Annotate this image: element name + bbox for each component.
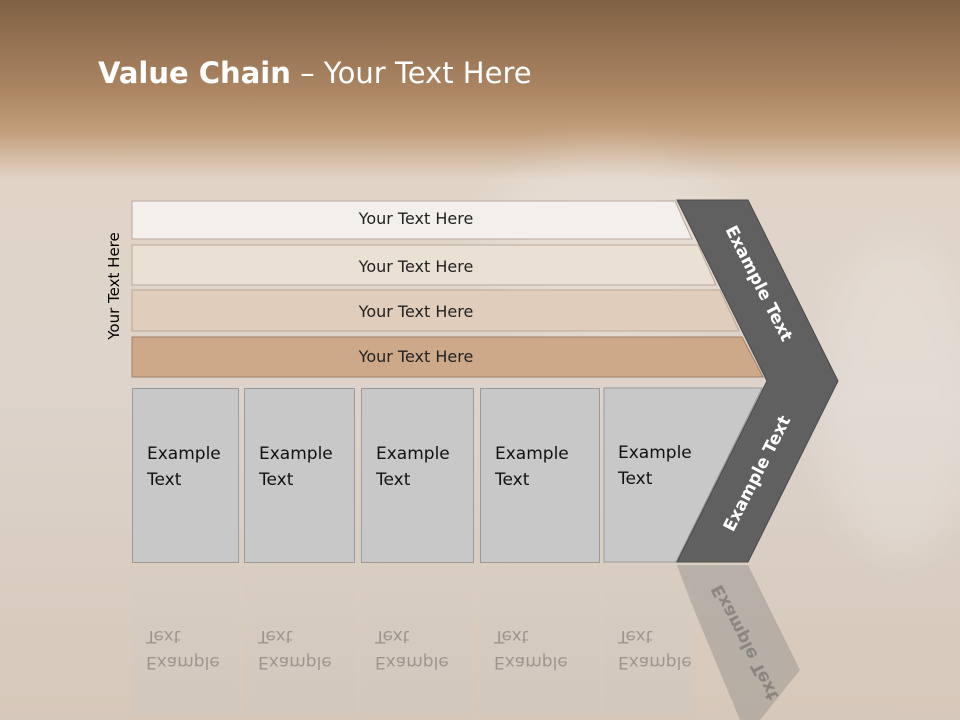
column-3-reflection-line-2: Text: [375, 626, 410, 646]
column-3-reflection-line-1: Example: [375, 652, 449, 672]
bar-1: [131, 200, 693, 240]
bar-1-label: Your Text Here: [358, 209, 474, 228]
column-3-reflection: Example Text: [361, 565, 474, 715]
column-4-reflection-line-2: Text: [494, 626, 529, 646]
column-5-reflection-text: Example Text: [618, 623, 692, 675]
column-2-reflection-text: Example Text: [258, 623, 332, 675]
column-4-line-1: Example: [495, 444, 569, 464]
column-4-line-2: Text: [495, 470, 530, 490]
column-2-line-2: Text: [259, 470, 294, 490]
column-1-reflection-text: Example Text: [146, 623, 220, 675]
column-4-reflection: Example Text: [480, 565, 600, 715]
column-5-line-2: Text: [618, 469, 653, 489]
column-1: Example Text: [132, 388, 239, 563]
chevron-reflection: [677, 565, 800, 720]
title-bold: Value Chain: [98, 56, 291, 90]
column-5-reflection: Example Text: [604, 565, 694, 715]
title-rest: – Your Text Here: [290, 56, 532, 90]
column-5-reflection-line-2: Text: [618, 626, 653, 646]
column-1-reflection-line-2: Text: [146, 626, 181, 646]
column-4-text: Example Text: [495, 441, 569, 493]
column-2-reflection: Example Text: [244, 565, 355, 715]
column-3: Example Text: [361, 388, 474, 563]
column-1-line-2: Text: [147, 470, 182, 490]
column-3-line-2: Text: [376, 470, 411, 490]
column-1-text: Example Text: [147, 441, 221, 493]
bar-3: [131, 289, 740, 332]
column-3-text: Example Text: [376, 441, 450, 493]
column-3-reflection-text: Example Text: [375, 623, 449, 675]
bar-4: [131, 336, 764, 378]
bar-4-label: Your Text Here: [358, 347, 474, 366]
background-figure: [820, 240, 960, 560]
column-2-line-1: Example: [259, 444, 333, 464]
column-4-reflection-text: Example Text: [494, 623, 568, 675]
column-2: Example Text: [244, 388, 355, 563]
bar-3-label: Your Text Here: [358, 302, 474, 321]
chevron-arrow: [676, 199, 839, 563]
column-4-reflection-line-1: Example: [494, 652, 568, 672]
column-2-reflection-line-1: Example: [258, 652, 332, 672]
bar-2-label: Your Text Here: [358, 257, 474, 276]
slide-title: Value Chain – Your Text Here: [98, 56, 532, 90]
bar-2: [131, 244, 717, 286]
column-1-reflection-line-1: Example: [146, 652, 220, 672]
column-2-reflection-line-2: Text: [258, 626, 293, 646]
column-2-text: Example Text: [259, 441, 333, 493]
column-4: Example Text: [480, 388, 600, 563]
column-5-line-1: Example: [618, 443, 692, 463]
column-5-reflection-line-1: Example: [618, 652, 692, 672]
column-5-text: Example Text: [618, 440, 692, 492]
column-5: [603, 387, 763, 563]
column-1-reflection: Example Text: [132, 565, 239, 715]
column-1-line-1: Example: [147, 444, 221, 464]
column-5-text-box: Example Text: [604, 388, 724, 563]
column-3-line-1: Example: [376, 444, 450, 464]
